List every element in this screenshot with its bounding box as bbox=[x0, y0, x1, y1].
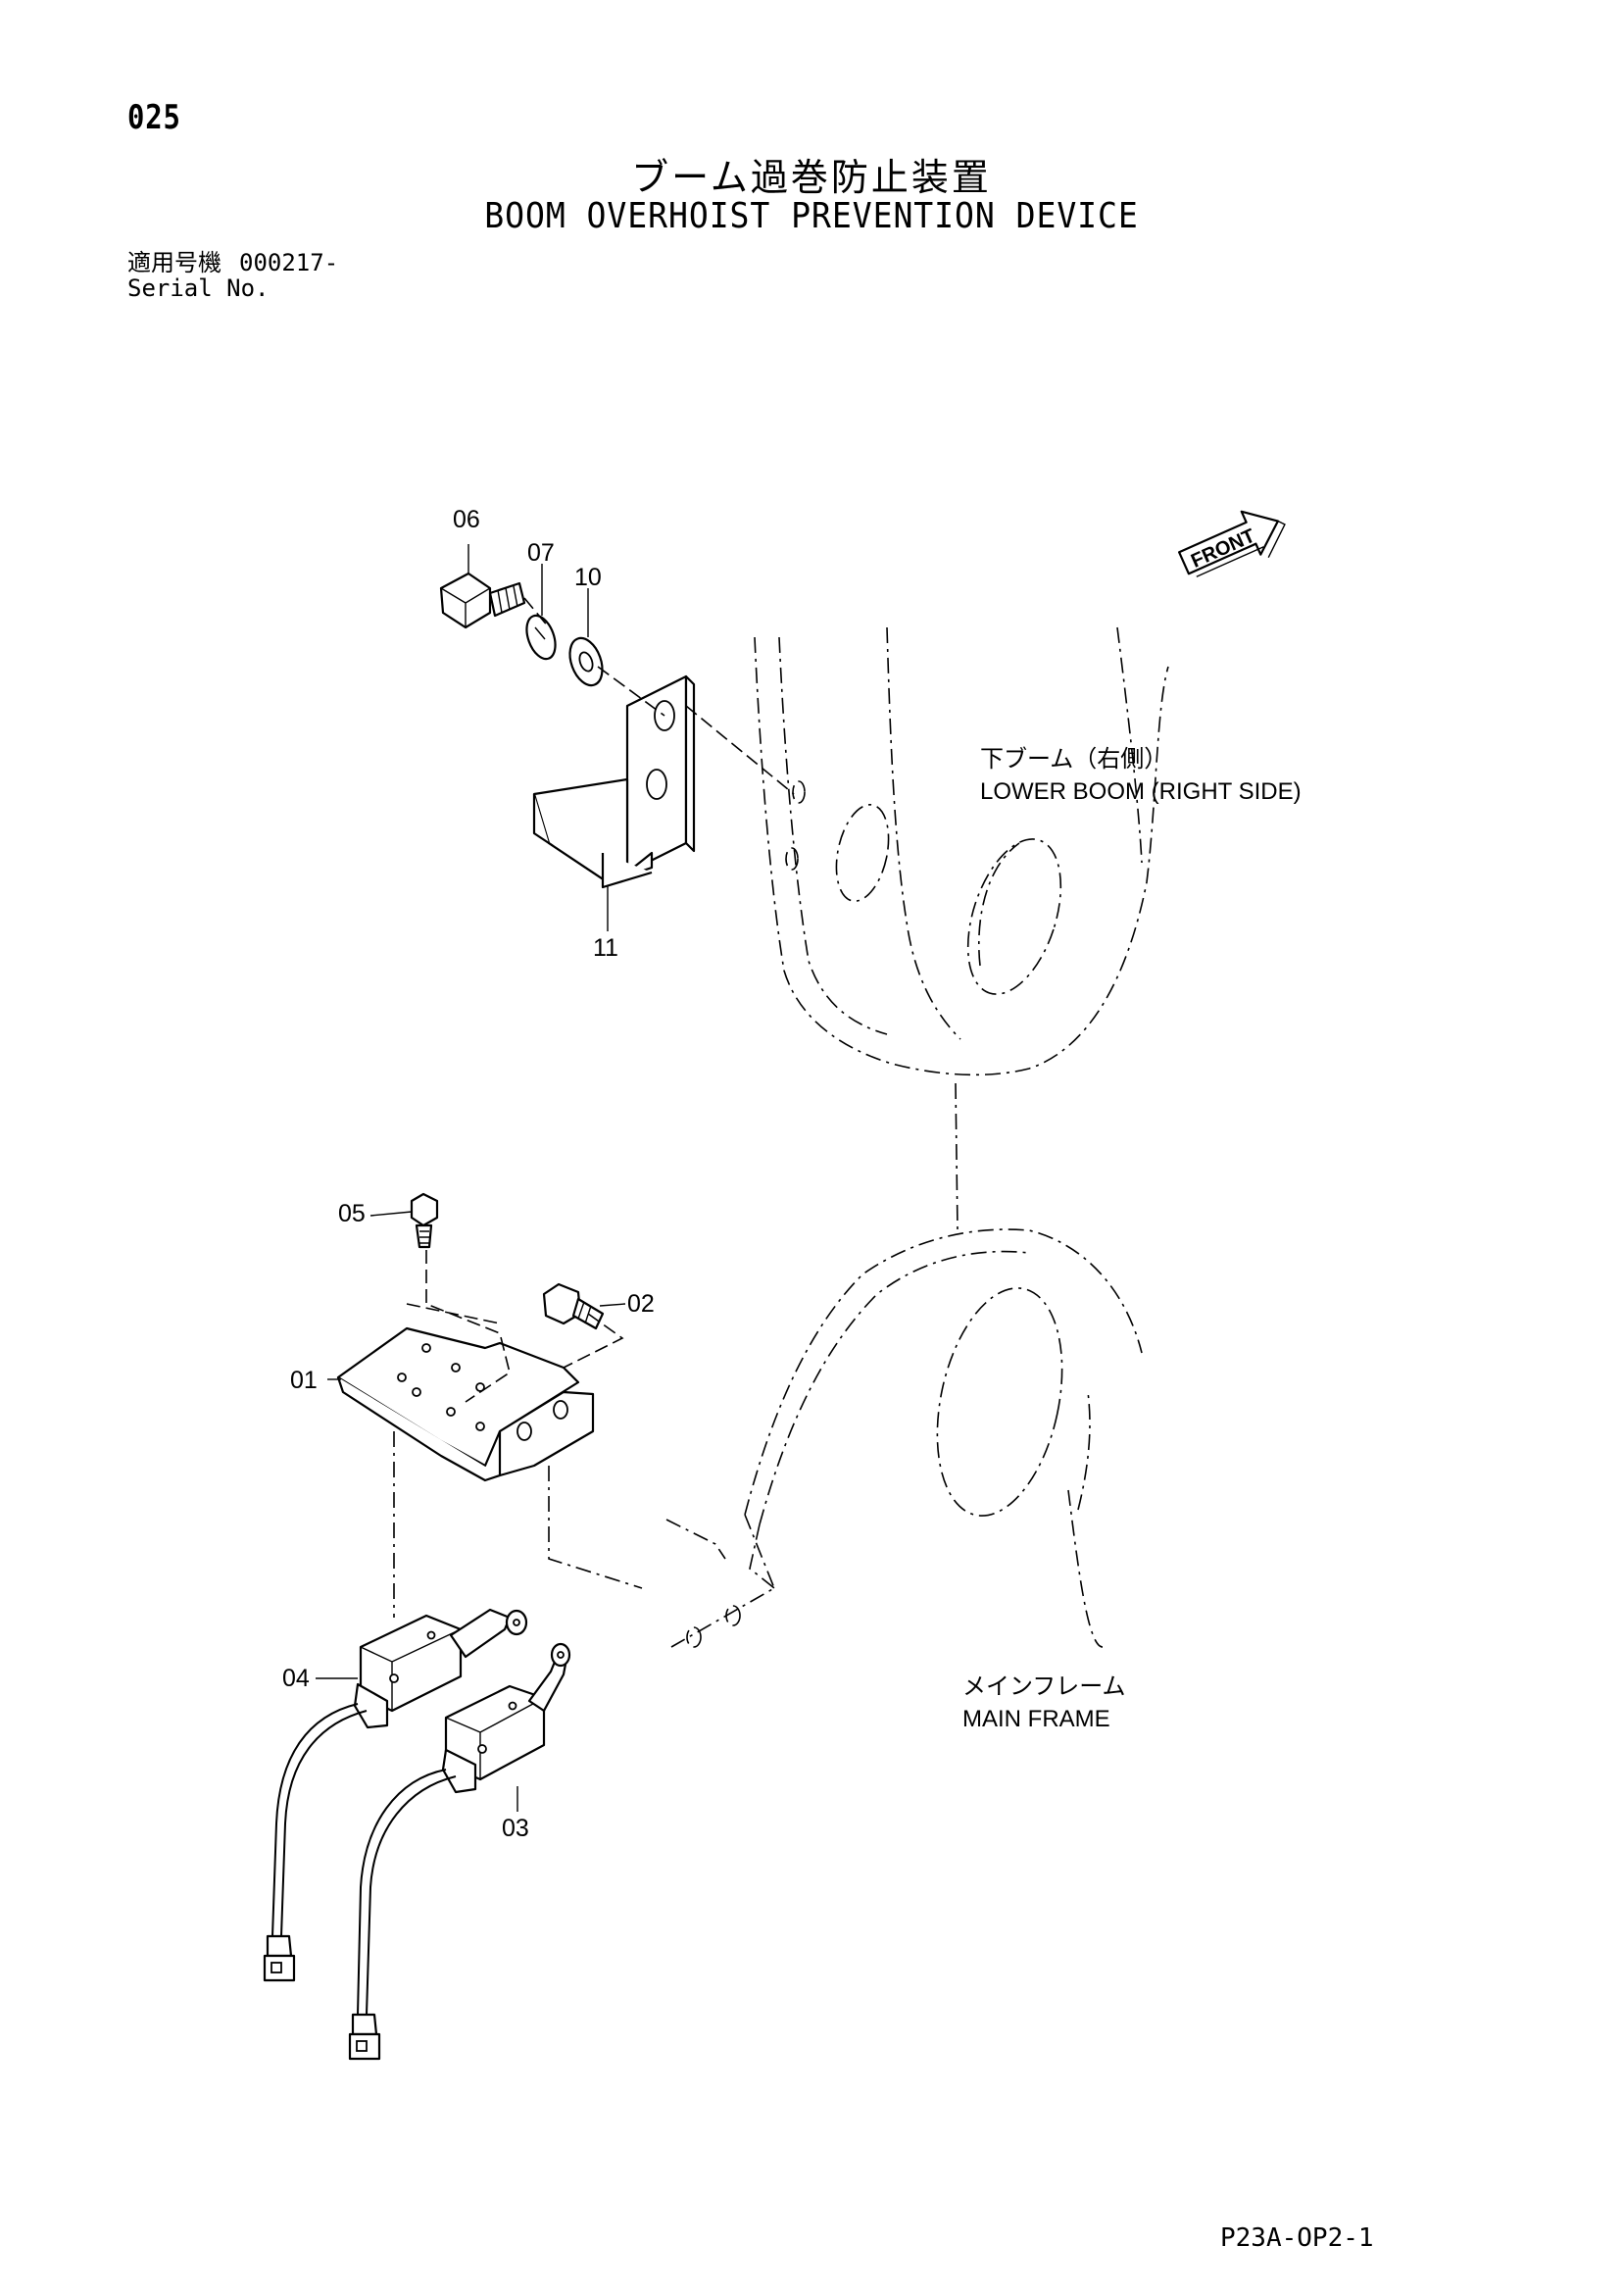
lower-boom-label-english: LOWER BOOM (RIGHT SIDE) bbox=[980, 778, 1302, 805]
callout-01: 01 bbox=[290, 1367, 318, 1394]
callout-11: 11 bbox=[593, 934, 618, 962]
bracket-11 bbox=[532, 674, 696, 889]
bolt-05 bbox=[410, 1192, 439, 1249]
limit-switch-03 bbox=[348, 1642, 571, 2061]
bolt-02 bbox=[542, 1282, 605, 1330]
serial-info: 適用号機 000217- Serial No. bbox=[127, 250, 338, 301]
front-arrow-icon: FRONT bbox=[1178, 510, 1286, 577]
mount-centerlines bbox=[393, 1431, 643, 1618]
main-frame-label-japanese: メインフレーム bbox=[962, 1673, 1126, 1700]
callout-05: 05 bbox=[338, 1200, 366, 1227]
main-frame-outline bbox=[665, 1228, 1143, 1648]
limit-switch-04 bbox=[263, 1608, 528, 1982]
page-number: 025 bbox=[127, 98, 181, 137]
title-japanese: ブーム過巻防止装置 bbox=[631, 156, 992, 199]
bolt-06-centerline bbox=[523, 597, 795, 795]
title-english: BOOM OVERHOIST PREVENTION DEVICE bbox=[484, 196, 1139, 236]
serial-value: 000217- bbox=[239, 249, 339, 276]
lock-washer-07 bbox=[525, 614, 557, 661]
leader-lines bbox=[316, 544, 626, 1812]
lock-washer-07-split bbox=[534, 626, 546, 640]
lower-boom-label-japanese: 下ブーム（右側） bbox=[980, 746, 1167, 773]
page-code: P23A-OP2-1 bbox=[1220, 2223, 1374, 2253]
callout-07: 07 bbox=[527, 539, 555, 567]
callout-03: 03 bbox=[502, 1815, 529, 1842]
serial-label-english: Serial No. bbox=[127, 275, 270, 302]
bracket-01-centerlines bbox=[425, 1250, 624, 1403]
bolt-05-centerline bbox=[406, 1303, 501, 1324]
lower-boom-outline bbox=[754, 626, 1169, 1231]
callout-02: 02 bbox=[627, 1290, 655, 1318]
callout-04: 04 bbox=[282, 1665, 310, 1692]
bolt-06 bbox=[439, 572, 526, 629]
bracket-01 bbox=[336, 1326, 595, 1482]
main-frame-label-english: MAIN FRAME bbox=[962, 1706, 1110, 1732]
serial-label-japanese: 適用号機 bbox=[127, 249, 221, 276]
callout-06: 06 bbox=[453, 506, 480, 533]
callout-10: 10 bbox=[574, 564, 602, 591]
